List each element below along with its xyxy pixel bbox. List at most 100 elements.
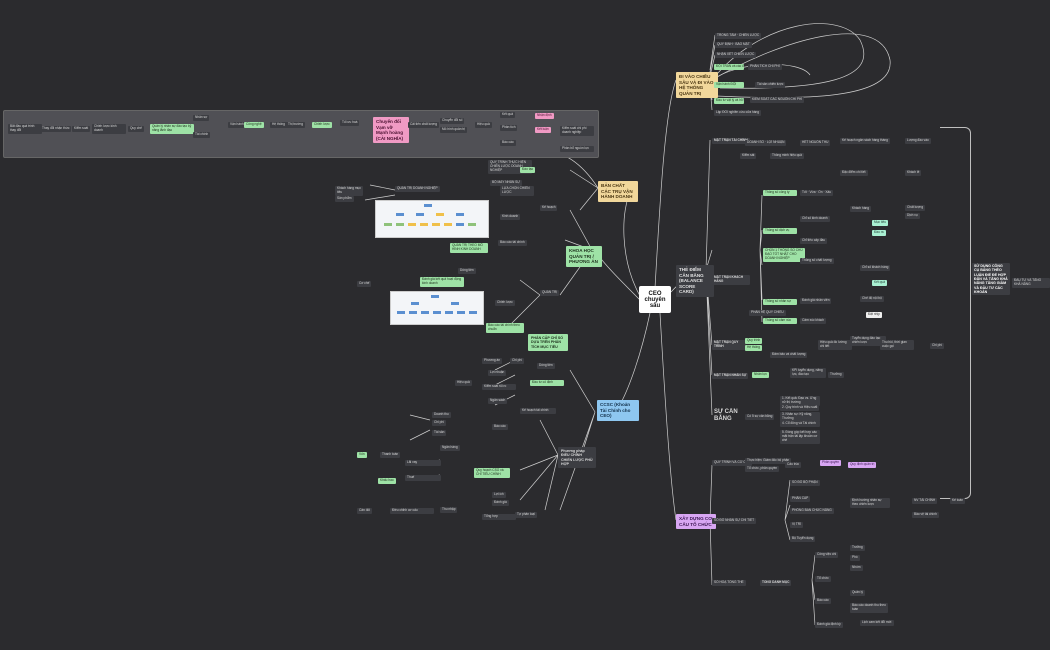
panel-item[interactable]: Hiệu quả	[475, 122, 492, 128]
left-item[interactable]: Báo cáo tài chính	[498, 240, 527, 246]
org-item[interactable]: QUY TRÌNH VÀ CƠ CẤU	[712, 460, 753, 466]
customer-detail[interactable]: Chế độ nội bộ	[860, 296, 884, 302]
balance-item[interactable]: 2. Quy trình và Hiệu suất	[780, 405, 820, 411]
top-child-green[interactable]: Vận hành ĐỘI	[714, 82, 744, 88]
org-item[interactable]: TỔNG DANH MỤC	[760, 580, 792, 586]
finance-item[interactable]: HẾT NGUỒN THU	[800, 140, 831, 146]
ccsc-item[interactable]: PHÂN CẤP CHỈ SỐ DỰA TRÊN PHÂN TÍCH MỤC T…	[528, 334, 568, 351]
ccsc-detail[interactable]: Lợi ích	[492, 492, 506, 498]
customer-item[interactable]: PHẦN HỆ QUY CHIẾU	[749, 310, 786, 316]
panel-item[interactable]: Phân bổ nguồn lực	[560, 146, 594, 152]
org-detail[interactable]: VỊ TRÍ	[790, 522, 803, 528]
ccsc-detail[interactable]: Đánh giá	[492, 500, 509, 506]
panel-item[interactable]: Cải tiến chất lượng	[408, 122, 440, 128]
process-item[interactable]: Hiệu quả đo lường chi tiết	[818, 340, 852, 350]
ccsc-detail[interactable]: Ngân hàng	[440, 445, 460, 451]
ccsc-detail[interactable]: Lợi nhuận	[488, 370, 507, 376]
ccsc-detail[interactable]: Kiểm soát rủi ro	[482, 384, 516, 390]
ccsc-detail[interactable]: Khấu hao	[378, 478, 396, 484]
finance-item[interactable]: Kiểm sát	[740, 153, 757, 159]
branch-management-science[interactable]: KHOA HỌC QUẢN TRỊ / PHƯƠNG ÁN	[566, 246, 602, 267]
panel-item[interactable]: Mô hình quản trị	[440, 127, 468, 133]
customer-tag[interactable]: Kết quả	[872, 280, 887, 286]
org-detail[interactable]: Báo cáo doanh thu theo tuần	[850, 603, 888, 613]
customer-tag[interactable]: Đặt nhịp	[866, 312, 882, 318]
branch-org-structure[interactable]: XÂY DỰNG CƠ CẤU TỔ CHỨC	[676, 514, 716, 529]
customer-detail[interactable]: Chỉ số kinh doanh	[800, 216, 830, 222]
org-detail[interactable]: Báo cáo	[815, 598, 831, 604]
panel-item[interactable]: Tối ưu hoá	[340, 120, 360, 126]
customer-detail[interactable]: Chỉ tiêu cấp đầu	[800, 238, 828, 244]
branch-business-pillars[interactable]: BẢN CHẤT CÁC TRỤ VẬN HÀNH DOANH	[598, 181, 638, 202]
balance-item[interactable]: 5. Đóng góp kết hợp các mặt trận tài lập…	[780, 430, 820, 444]
left-item[interactable]: Sản phẩm	[335, 196, 354, 202]
people-item[interactable]: Thưởng	[828, 372, 844, 378]
ccsc-item[interactable]: Phương pháp ĐIỀU CHỈNH CHIẾN LƯỢC PHÙ HỢ…	[558, 447, 596, 469]
org-detail[interactable]: SỐ ĐỒ BỘ PHẬN	[790, 480, 820, 486]
customer-tag[interactable]: Đầu ra	[872, 230, 886, 236]
org-detail[interactable]: Đánh giá định kỳ	[815, 622, 843, 628]
people-item[interactable]: KPI tuyển dụng, năng lực, đào tạo	[790, 368, 826, 378]
org-detail[interactable]: Phó	[850, 555, 860, 561]
org-detail[interactable]: Công việc chi	[815, 552, 839, 558]
top-child[interactable]: NHẬN XÉT CHIẾN LƯỢC	[715, 52, 757, 58]
scorecard-people[interactable]: MẶT TRẬN NHÂN SỰ	[712, 373, 749, 379]
left-item[interactable]: Khách hàng mục tiêu	[335, 186, 363, 196]
process-item[interactable]: Hệ thống	[745, 345, 762, 351]
customer-detail[interactable]: Khách lẻ	[905, 170, 922, 176]
left-item[interactable]: QUẢN TRỊ DOANH NGHIỆP	[395, 186, 440, 192]
customer-tag[interactable]: Mục tiêu	[872, 220, 889, 226]
finance-item[interactable]: Thông minh hiệu quả	[770, 153, 804, 159]
ccsc-detail[interactable]: Doanh thu	[432, 412, 451, 418]
left-item[interactable]: Báo cáo tài chính theo chuẩn	[486, 323, 524, 333]
ccsc-detail[interactable]: Phương án	[482, 358, 503, 364]
ccsc-detail[interactable]: Dòng tiền	[537, 363, 555, 369]
process-item[interactable]: Đảm bảo và chất lượng	[770, 352, 808, 358]
customer-detail[interactable]: Đánh giá nhân viên	[800, 298, 832, 304]
org-item[interactable]: SỐ ĐỒ NHÂN SỰ CHI TIẾT	[712, 518, 757, 524]
top-child[interactable]: Tài sản chiến lược	[755, 82, 786, 88]
branch-ccsc[interactable]: CCSC (Khoản Tài Chính cho CEO)	[597, 400, 639, 421]
customer-detail[interactable]: Đặc điểm chi tiết	[840, 170, 868, 176]
customer-detail[interactable]: Khách hàng	[850, 206, 872, 212]
left-item[interactable]: Dòng tiền	[458, 268, 476, 274]
left-item[interactable]: Đào tạo	[520, 167, 536, 173]
panel-item[interactable]: Thị trường	[286, 122, 306, 128]
top-child[interactable]: TRONG TÂM · CHIẾN LƯỢC	[715, 33, 762, 39]
panel-item[interactable]: Thay đổi nhận thức	[40, 126, 72, 132]
customer-detail[interactable]: Chỉ số khách hàng	[860, 265, 891, 271]
right-note[interactable]: ĐẦU TƯ VÀ TĂNG KHẢ NĂNG	[1012, 278, 1050, 288]
panel-item[interactable]: Quản lý nhân sự đào tạo kỹ năng lãnh đạo	[150, 124, 194, 134]
finance-item[interactable]: Lượng đầu vào	[905, 138, 931, 144]
people-item[interactable]: Nhân lực	[752, 372, 769, 378]
panel-item[interactable]: Báo cáo	[500, 140, 516, 146]
scorecard-customer[interactable]: MẶT TRẬN KHÁCH HÀNG	[712, 275, 750, 285]
org-detail[interactable]: Kế toán	[950, 498, 965, 504]
panel-item[interactable]: Vận hành	[228, 122, 246, 128]
left-item[interactable]: Kinh doanh	[500, 214, 521, 220]
panel-item[interactable]: Công nghệ	[244, 122, 264, 128]
panel-item[interactable]: Chuyển đổi số	[440, 118, 465, 124]
org-detail[interactable]: PHÒNG BAN CHỨC NĂNG	[790, 508, 834, 514]
left-item[interactable]: BỘ MÁY NHÂN SỰ	[490, 180, 522, 186]
top-child-green[interactable]: Đầu tư vật lý và hỗ trợ	[714, 98, 744, 104]
customer-item[interactable]: Thông số công ty	[763, 190, 797, 196]
process-item[interactable]: Chi phí	[930, 343, 945, 349]
org-detail[interactable]: Bộ Tuyển dụng	[790, 536, 816, 542]
top-child-green[interactable]: ĐỘI TRẦN và các ông tiếp ví dụ	[714, 64, 744, 70]
balance-item[interactable]: 1. Kết quả: Đạo vs. Ứng xử thị trường	[780, 396, 820, 406]
org-detail[interactable]: Lịch cam kết đổi mới	[860, 620, 894, 626]
customer-item[interactable]: Thông số nhân sự	[763, 299, 797, 305]
ccsc-detail[interactable]: Chi phí	[510, 358, 525, 364]
org-detail[interactable]: Trưởng	[850, 545, 865, 551]
branch-scorecard[interactable]: THẺ ĐIỂM CÂN BẰNG (BALANCE SCORE CARD)	[676, 265, 714, 297]
left-item[interactable]: Kế hoạch	[540, 205, 558, 211]
ccsc-detail[interactable]: Điều chỉnh cơ cấu	[390, 508, 434, 514]
process-item[interactable]: Quy trình	[745, 338, 763, 344]
ccsc-detail[interactable]: Lãi vay	[405, 460, 441, 466]
right-summary[interactable]: SỬ DỤNG CÔNG CỤ BẢNG THẺO LUẬN ĐIỂ ĐỂ HỢ…	[972, 263, 1010, 296]
org-detail[interactable]: Tổ chức	[815, 576, 831, 582]
left-item[interactable]: QUẢN TRỊ	[540, 290, 560, 296]
ccsc-detail[interactable]: Cân đối	[357, 508, 372, 514]
left-item[interactable]: QUẢN TRỊ THEO MÔ HÌNH KINH DOANH	[450, 243, 488, 253]
